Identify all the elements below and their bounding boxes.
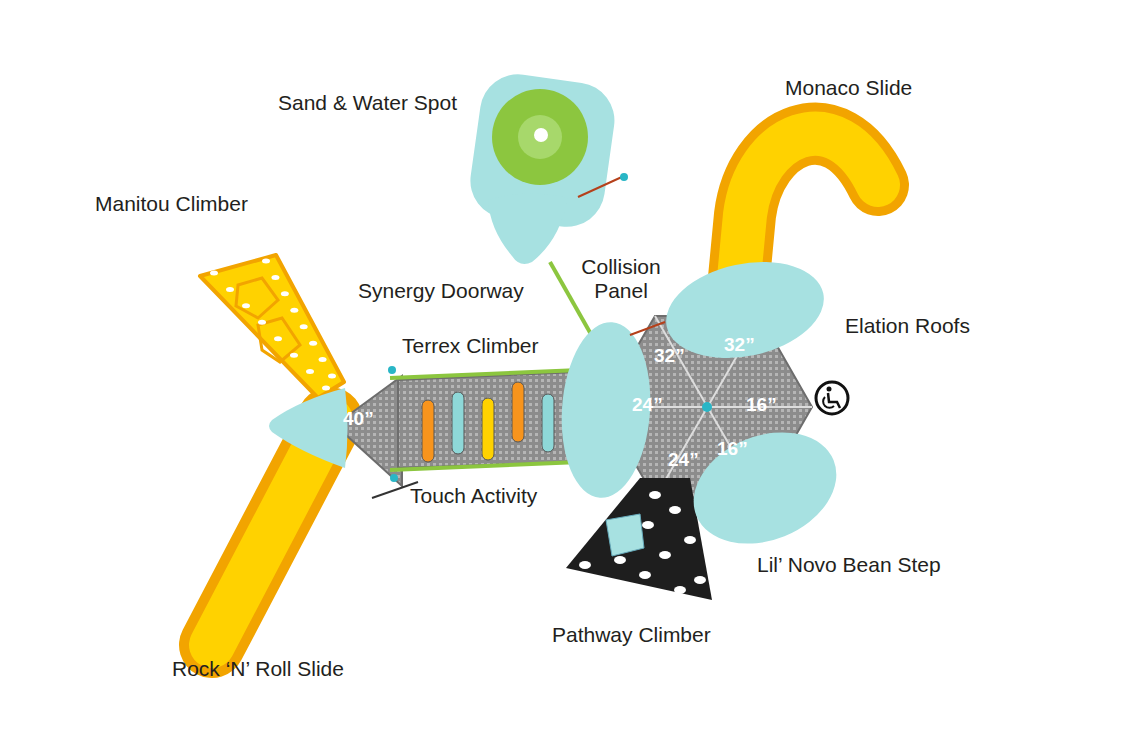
basin-center (518, 115, 562, 159)
climber-hold (694, 576, 706, 584)
climber-hold (579, 561, 591, 569)
climber-hold (639, 571, 651, 579)
bridge-deck (398, 372, 578, 468)
climber-hold (669, 506, 681, 514)
accessibility-symbol (816, 382, 848, 414)
climber-hole (210, 271, 218, 276)
sand-basin (492, 89, 588, 185)
part-name: Collision Panel (566, 255, 676, 303)
elation-roof (677, 412, 853, 564)
climber-hole (242, 303, 250, 308)
climber-hole (226, 287, 234, 292)
deck-roof (269, 388, 348, 468)
part-name: Synergy Doorway (358, 279, 524, 303)
climber-hole (262, 259, 270, 264)
part-name: Pathway Climber (552, 623, 711, 647)
climber-panel (200, 255, 344, 398)
climber-hole (290, 353, 298, 358)
climber-hole (281, 291, 289, 296)
part-name: Lil’ Novo Bean Step (757, 553, 941, 577)
part-name: Rock ‘N’ Roll Slide (172, 657, 344, 681)
mount-bar (578, 176, 624, 197)
deck-height: 32” (724, 334, 755, 356)
climber-hold (674, 586, 686, 594)
part-name: Sand & Water Spot (278, 91, 457, 115)
bridge-rail (390, 370, 580, 378)
post (702, 402, 712, 412)
climber-hole (319, 357, 327, 362)
post (390, 474, 398, 482)
climber-hold (649, 491, 661, 499)
climber-grip (542, 394, 554, 452)
post (388, 366, 396, 374)
climber-hold (614, 556, 626, 564)
basin-highlight (534, 128, 548, 142)
deck-height: 16” (746, 394, 777, 416)
climber-hole (306, 369, 314, 374)
part-name: Terrex Climber (402, 334, 539, 358)
climber-hole (271, 275, 279, 280)
panel-roof (488, 193, 568, 264)
climber-hole (328, 374, 336, 379)
climber-relief (258, 318, 300, 362)
panel-bar (630, 322, 665, 335)
climber-hole (309, 341, 317, 346)
climber-hole (322, 386, 330, 391)
deck-height: 32” (654, 345, 685, 367)
deck-height: 40” (343, 408, 374, 430)
climber-hole (300, 324, 308, 329)
bean-step (606, 514, 644, 556)
bridge-rail (390, 462, 580, 470)
deck-height: 16” (717, 438, 748, 460)
part-name: Touch Activity (410, 484, 537, 508)
deck-height: 24” (632, 394, 663, 416)
climber-grip (452, 392, 464, 454)
climber-hole (274, 336, 282, 341)
part-name: Elation Roofs (845, 314, 970, 338)
climber-hole (290, 308, 298, 313)
climber-hold (659, 551, 671, 559)
pathway-climber (566, 478, 712, 600)
climber-grip (482, 398, 494, 460)
climber-grip (422, 400, 434, 462)
climber-hold (642, 521, 654, 529)
post (620, 173, 628, 181)
climber-relief (236, 278, 278, 318)
climber-hold (684, 536, 696, 544)
climber-hole (258, 320, 266, 325)
climber-grip (512, 382, 524, 442)
part-name: Monaco Slide (785, 76, 912, 100)
deck-height: 24” (668, 449, 699, 471)
part-name: Manitou Climber (95, 192, 248, 216)
